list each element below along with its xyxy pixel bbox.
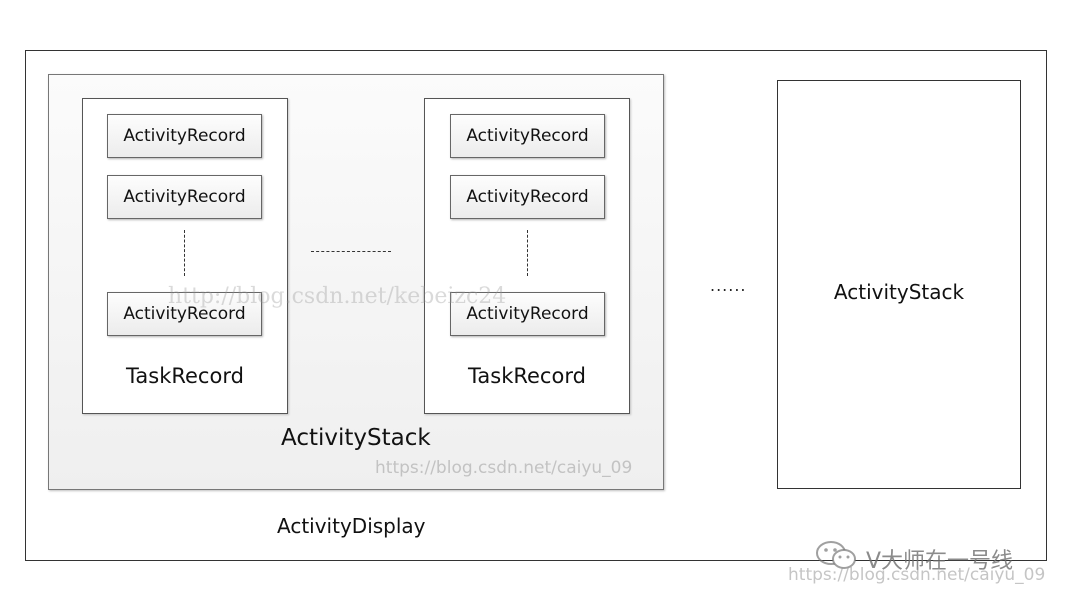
horizontal-ellipsis-stacks: ...... (710, 276, 747, 295)
activity-record-1-2: ActivityRecord (107, 175, 262, 219)
vertical-ellipsis-2 (527, 230, 528, 276)
activity-stack-2 (777, 80, 1021, 489)
task-record-label-1: TaskRecord (126, 364, 244, 388)
activity-stack-2-label: ActivityStack (833, 280, 965, 304)
activity-stack-label: ActivityStack (281, 425, 431, 451)
activity-record-2-2: ActivityRecord (450, 175, 605, 219)
watermark-blog-b: https://blog.csdn.net/caiyu_09 (375, 458, 633, 478)
horizontal-ellipsis-tasks (311, 251, 391, 252)
task-record-label-2: TaskRecord (468, 364, 586, 388)
activity-record-1-1: ActivityRecord (107, 114, 262, 158)
vertical-ellipsis-1 (184, 230, 185, 276)
activity-display-label: ActivityDisplay (277, 514, 426, 538)
activity-record-1-3: ActivityRecord (107, 292, 262, 336)
activity-record-2-1: ActivityRecord (450, 114, 605, 158)
watermark-wechat: V大师在一号线 (866, 549, 1014, 574)
watermark-blog-a: http://blog.csdn.net/kebeizc24 (168, 284, 507, 309)
activity-record-2-3: ActivityRecord (450, 292, 605, 336)
wechat-icon (816, 541, 856, 569)
watermark-blog-c: https://blog.csdn.net/caiyu_09 (788, 565, 1046, 585)
